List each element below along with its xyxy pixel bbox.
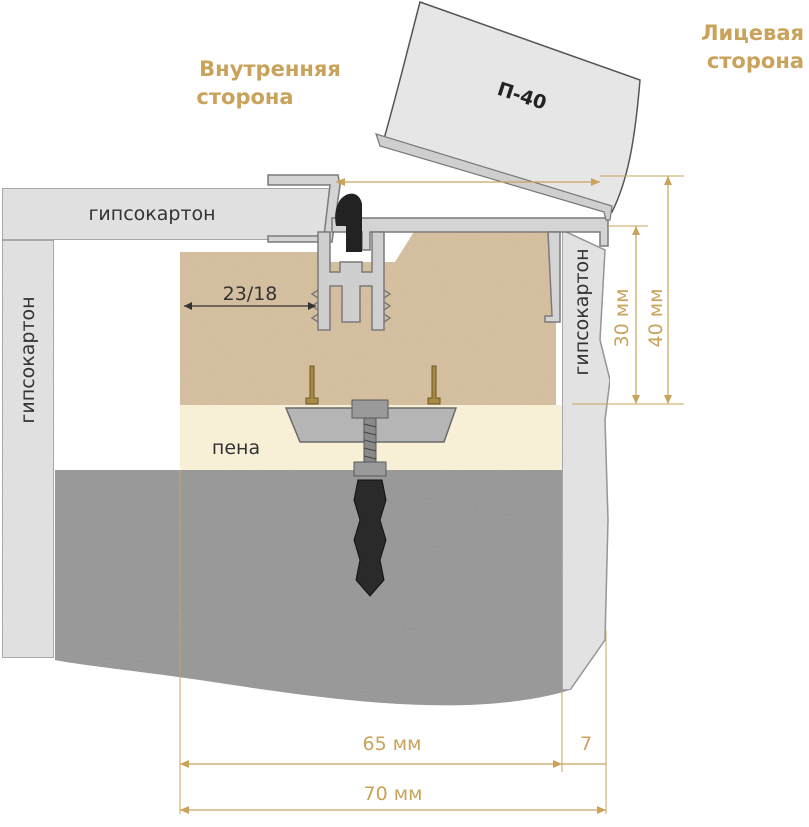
dim-30-label: 30 мм	[611, 289, 633, 348]
drywall-left-panel	[1, 239, 55, 659]
dim-7-label: 7	[580, 733, 592, 755]
drywall-left-label: гипсокартон	[17, 296, 39, 423]
lock-nut	[353, 461, 387, 477]
inner-side-label-line1: Внутренняя	[199, 57, 341, 81]
foam-label: пена	[212, 437, 260, 459]
inner-side-label-line2: сторона	[196, 85, 293, 109]
drywall-right-label: гипсокартон	[571, 248, 593, 375]
adjuster-nut	[351, 399, 389, 419]
face-side-label-line2: сторона	[707, 49, 804, 73]
concrete-wall	[55, 470, 570, 706]
profile-right-leg	[544, 231, 561, 323]
threaded-rod-thread	[363, 423, 377, 460]
wooden-board	[180, 230, 556, 405]
drywall-right-panel	[561, 228, 611, 691]
groove-label: 23/18	[223, 283, 278, 305]
dim-40-label: 40 мм	[645, 289, 667, 348]
dim-70-label: 70 мм	[364, 783, 423, 805]
aluminium-profile	[267, 174, 341, 243]
drywall-top-panel	[1, 187, 333, 241]
profile-tongue	[317, 231, 385, 331]
dim-65-label: 65 мм	[363, 733, 422, 755]
face-side-label-line1: Лицевая	[701, 21, 804, 45]
wood-screw-left	[305, 365, 319, 405]
wall-dowel	[353, 479, 387, 597]
wood-screw-right	[427, 365, 441, 405]
door-leaf-edge	[375, 133, 613, 221]
drywall-top-label: гипсокартон	[88, 203, 215, 225]
rubber-seal	[335, 193, 362, 252]
